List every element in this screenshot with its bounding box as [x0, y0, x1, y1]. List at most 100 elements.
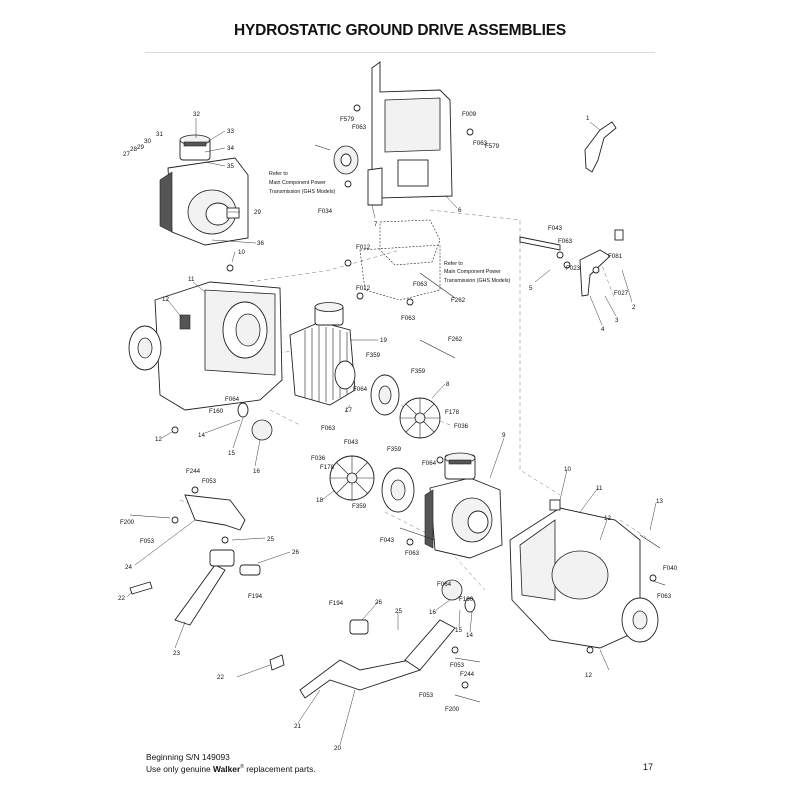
callout-35: 35: [227, 163, 234, 170]
callout-F064b: F064: [225, 396, 240, 403]
callout-F081: F081: [608, 253, 623, 260]
callout-20: 20: [334, 745, 341, 752]
mounting-bracket: [333, 61, 453, 206]
ref-right-line2: Main Component Power: [444, 269, 501, 275]
callout-F160b: F160: [459, 596, 474, 603]
genuine-prefix: Use only genuine: [146, 763, 211, 774]
callout-F063a: F063: [352, 124, 367, 131]
callout-F359c: F359: [387, 446, 402, 453]
callout-7: 7: [374, 221, 378, 228]
callout-14b: 14: [466, 632, 473, 639]
callout-leaders: [126, 118, 657, 746]
part-callouts: 32 33 34 35 31 30 29 28 27 29 36 10 11 1…: [118, 111, 663, 752]
callout-F036b: F036: [311, 455, 326, 462]
callout-F178a: F178: [445, 409, 460, 416]
callout-F579a: F579: [340, 116, 355, 123]
callout-F200a: F200: [120, 519, 135, 526]
callout-F244b: F244: [460, 671, 475, 678]
callout-15a: 15: [228, 450, 235, 457]
callout-16b: 16: [429, 609, 436, 616]
callout-13: 13: [656, 498, 663, 505]
callout-34: 34: [227, 145, 234, 152]
callout-F012a: F012: [356, 244, 371, 251]
hardware-bolts: [129, 104, 666, 703]
callout-F244a: F244: [186, 468, 201, 475]
hardware-callouts: F579 F063 F009 F063 F579 F034 F043 F063 …: [120, 111, 678, 713]
callout-36: 36: [257, 240, 264, 247]
callout-11b: 11: [596, 485, 603, 492]
ref-left-line1: Refer to: [269, 171, 288, 177]
callout-F063f: F063: [321, 425, 336, 432]
lower-fan-and-pulley: [329, 455, 415, 513]
callout-F034: F034: [318, 208, 333, 215]
callout-32: 32: [193, 111, 200, 118]
left-transmission-housing: [128, 281, 283, 411]
callout-25b: 25: [395, 608, 402, 615]
callout-F009: F009: [462, 111, 477, 118]
callout-16a: 16: [253, 468, 260, 475]
callout-F063g: F063: [405, 550, 420, 557]
lower-pump-assembly: [424, 452, 503, 559]
callout-27: 27: [123, 151, 130, 158]
callout-31: 31: [156, 131, 163, 138]
callout-F064d: F064: [437, 581, 452, 588]
center-pump-assembly: [289, 302, 356, 406]
callout-F359b: F359: [411, 368, 426, 375]
reference-note-right: Refer to Main Component Power Transmissi…: [444, 261, 511, 284]
callout-23: 23: [173, 650, 180, 657]
callout-14a: 14: [198, 432, 205, 439]
callout-F053a: F053: [202, 478, 217, 485]
callout-25a: 25: [267, 536, 274, 543]
callout-F012b: F012: [356, 285, 371, 292]
callout-12d: 12: [585, 672, 592, 679]
page-number: 17: [643, 762, 654, 772]
callout-F200b: F200: [445, 706, 460, 713]
upper-pump-assembly: [159, 134, 249, 246]
callout-24: 24: [125, 564, 132, 571]
reference-pump-outline: [359, 219, 441, 301]
callout-22b: 22: [217, 674, 224, 681]
callout-29a: 29: [137, 144, 144, 151]
callout-33: 33: [227, 128, 234, 135]
callout-F262a: F262: [451, 297, 466, 304]
callout-F043b: F043: [344, 439, 359, 446]
callout-10b: 10: [564, 466, 571, 473]
trademark-mark: ®: [240, 764, 244, 770]
callout-F023: F023: [566, 265, 581, 272]
brand-name: Walker: [213, 763, 241, 774]
callout-F063b: F063: [473, 140, 488, 147]
page-footer: Beginning S/N 149093 Use only genuine Wa…: [146, 752, 316, 774]
callout-F064a: F064: [353, 386, 368, 393]
callout-12a: 12: [162, 296, 169, 303]
page-title: HYDROSTATIC GROUND DRIVE ASSEMBLIES: [233, 22, 566, 39]
callout-F194a: F194: [248, 593, 263, 600]
serial-note: Beginning S/N 149093: [146, 752, 230, 762]
callout-12b: 12: [155, 436, 162, 443]
callout-5: 5: [529, 285, 533, 292]
callout-F063e: F063: [401, 315, 416, 322]
callout-18: 18: [316, 497, 323, 504]
callout-F063c: F063: [558, 238, 573, 245]
callout-8: 8: [446, 381, 450, 388]
callout-F063d: F063: [413, 281, 428, 288]
callout-21: 21: [294, 723, 301, 730]
callout-F043c: F043: [380, 537, 395, 544]
ref-right-line3: Transmission (GHS Models): [444, 278, 511, 284]
callout-1: 1: [586, 115, 590, 122]
reference-note-left: Refer to Main Component Power Transmissi…: [269, 171, 336, 195]
callout-29b: 29: [254, 209, 261, 216]
callout-F359a: F359: [366, 352, 381, 359]
callout-F178b: F178: [320, 464, 335, 471]
callout-F053b: F053: [140, 538, 155, 545]
right-transmission-housing: [509, 499, 659, 649]
callout-F160a: F160: [209, 408, 224, 415]
genuine-suffix: replacement parts.: [246, 763, 316, 774]
callout-26b: 26: [375, 599, 382, 606]
callout-10a: 10: [238, 249, 245, 256]
callout-2: 2: [632, 304, 636, 311]
callout-F040: F040: [663, 565, 678, 572]
callout-30: 30: [144, 138, 151, 145]
callout-19: 19: [380, 337, 387, 344]
callout-12c: 12: [604, 515, 611, 522]
